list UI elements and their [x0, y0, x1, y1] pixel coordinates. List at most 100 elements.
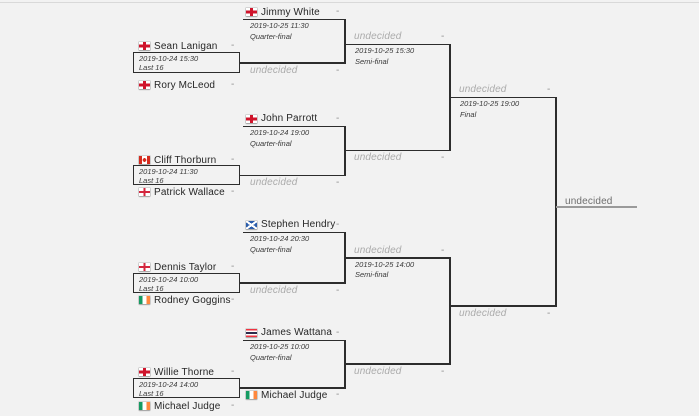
player-name: Stephen Hendry — [261, 219, 336, 230]
last16-3-player1[interactable]: Dennis Taylor — [139, 261, 216, 273]
match-date: 2019-10-25 11:30 — [250, 21, 309, 30]
score-dash: - — [231, 186, 235, 197]
match-round: Final — [460, 109, 477, 119]
last16-4-player1[interactable]: Willie Thorne — [139, 366, 214, 378]
match-date: 2019-10-24 20:30 — [250, 234, 310, 243]
score-dash: - — [336, 6, 340, 17]
connector-line — [240, 174, 346, 176]
ireland-flag-icon — [139, 296, 150, 304]
match-date: 2019-10-25 15:30 — [355, 46, 415, 55]
connector-line — [240, 282, 346, 284]
england-flag-icon — [246, 8, 257, 16]
connector-line — [345, 363, 451, 365]
match-round: Last 16 — [139, 389, 164, 398]
quarterfinal-3-player1[interactable]: Stephen Hendry — [246, 219, 335, 231]
player-name: Patrick Wallace — [154, 186, 225, 198]
ireland-flag-icon — [139, 402, 150, 410]
undecided-slot: undecided — [354, 152, 402, 163]
connector-line — [449, 257, 451, 365]
connector-line — [555, 96, 557, 307]
thailand-flag-icon — [246, 328, 257, 337]
match-info-box: 2019-10-24 10:00 Last 16 — [133, 273, 240, 293]
score-dash: - — [231, 261, 235, 272]
player-name: Jimmy White — [261, 6, 320, 18]
connector-line — [243, 18, 345, 20]
match-round: Last 16 — [139, 284, 164, 293]
connector-line — [345, 257, 451, 259]
last16-2-player1[interactable]: Cliff Thorburn — [139, 154, 216, 166]
score-dash: - — [336, 177, 340, 188]
last16-3-player2[interactable]: Rodney Goggins — [139, 294, 231, 306]
quarterfinal-2-player1[interactable]: John Parrott — [246, 113, 317, 125]
quarterfinal-1-player1[interactable]: Jimmy White — [246, 6, 320, 18]
last16-1-player1[interactable]: Sean Lanigan — [139, 40, 218, 52]
match-round: Last 16 — [139, 63, 164, 72]
score-dash: - — [231, 154, 235, 165]
score-dash: - — [231, 366, 235, 377]
last16-1-player2[interactable]: Rory McLeod — [139, 79, 215, 91]
score-dash: - — [231, 294, 235, 305]
player-name: Rodney Goggins — [154, 294, 231, 306]
quarterfinal-4-player2[interactable]: Michael Judge — [246, 389, 327, 401]
match-info-box: 2019-10-24 15:30 Last 16 — [133, 52, 240, 73]
score-dash: - — [547, 84, 551, 95]
connector-line — [344, 339, 346, 389]
score-dash: - — [441, 31, 445, 42]
match-date: 2019-10-24 19:00 — [250, 128, 310, 137]
score-dash: - — [441, 244, 445, 256]
match-round: Quarter-final — [250, 244, 292, 254]
connector-line — [243, 231, 345, 233]
connector-line — [345, 43, 451, 45]
last16-4-player2[interactable]: Michael Judge — [139, 400, 220, 412]
northern-ireland-flag-icon — [139, 263, 150, 271]
score-dash: - — [336, 389, 340, 400]
match-date: 2019-10-24 14:00 — [139, 380, 199, 389]
score-dash: - — [336, 326, 340, 338]
tournament-winner-slot: undecided — [565, 195, 613, 207]
player-name: Cliff Thorburn — [154, 154, 217, 166]
undecided-slot: undecided — [250, 284, 298, 296]
score-dash: - — [441, 365, 445, 377]
connector-line — [243, 339, 345, 341]
score-dash: - — [336, 112, 340, 124]
last16-2-player2[interactable]: Patrick Wallace — [139, 186, 225, 198]
score-dash: - — [336, 64, 340, 76]
player-name: Rory McLeod — [154, 79, 216, 91]
player-name: Michael Judge — [261, 389, 328, 401]
match-round: Semi-final — [355, 56, 389, 66]
connector-line — [450, 305, 557, 307]
england-flag-icon — [246, 114, 257, 123]
match-info-box: 2019-10-24 14:00 Last 16 — [133, 378, 240, 398]
player-name: James Wattana — [261, 327, 333, 338]
score-dash: - — [336, 218, 340, 230]
player-name: Michael Judge — [154, 400, 221, 412]
connector-line — [449, 43, 451, 151]
score-dash: - — [336, 284, 340, 296]
score-dash: - — [231, 400, 235, 411]
player-name: John Parrott — [261, 113, 318, 124]
match-date: 2019-10-25 14:00 — [355, 259, 415, 269]
undecided-slot: undecided — [354, 365, 402, 377]
score-dash: - — [547, 307, 551, 319]
england-flag-icon — [139, 81, 150, 89]
northern-ireland-flag-icon — [139, 188, 150, 196]
quarterfinal-4-player1[interactable]: James Wattana — [246, 327, 332, 339]
winner-connector-line — [556, 206, 637, 208]
canada-flag-icon — [139, 156, 150, 164]
match-date: 2019-10-24 11:30 — [139, 167, 198, 176]
undecided-slot: undecided — [250, 177, 298, 188]
connector-line — [344, 231, 346, 284]
connector-line — [345, 149, 451, 151]
scotland-flag-icon — [246, 220, 257, 229]
match-round: Last 16 — [139, 176, 164, 185]
connector-line — [450, 96, 557, 98]
match-round: Quarter-final — [250, 31, 292, 41]
england-flag-icon — [139, 368, 150, 376]
connector-line — [240, 387, 346, 389]
player-name: Sean Lanigan — [154, 40, 218, 52]
score-dash: - — [231, 40, 235, 51]
match-date: 2019-10-25 19:00 — [460, 99, 520, 108]
connector-line — [243, 125, 345, 127]
match-date: 2019-10-25 10:00 — [250, 342, 310, 351]
